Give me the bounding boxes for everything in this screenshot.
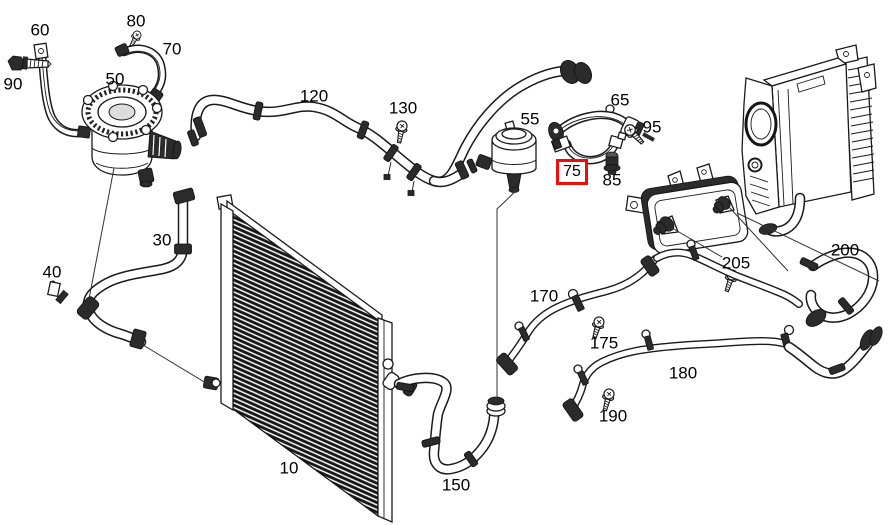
leader-lines <box>88 167 880 399</box>
part-label-80: 80 <box>126 11 146 31</box>
bracket-60-illustration <box>33 42 91 139</box>
part-label-70: 70 <box>162 39 182 59</box>
part-label-65: 65 <box>610 90 630 110</box>
part-label-10: 10 <box>279 458 299 478</box>
part-label-50: 50 <box>105 69 125 89</box>
hose-200-illustration <box>783 247 883 379</box>
part-label-40: 40 <box>42 262 62 282</box>
valve-55-illustration <box>475 120 537 193</box>
part-label-95: 95 <box>642 117 662 137</box>
hose-30-illustration <box>76 187 196 350</box>
part-label-60: 60 <box>30 20 50 40</box>
pipe-170-illustration <box>496 239 803 376</box>
part-label-150: 150 <box>441 475 471 495</box>
radiator-10-illustration <box>202 194 418 523</box>
part-label-30: 30 <box>152 230 172 250</box>
screw-130-illustration <box>392 119 409 145</box>
part-label-90: 90 <box>3 74 23 94</box>
clamp-75-illustration <box>550 131 627 165</box>
part-label-130: 130 <box>388 98 418 118</box>
part-label-120: 120 <box>299 86 329 106</box>
part-label-175: 175 <box>589 333 619 353</box>
part-label-180: 180 <box>668 363 698 383</box>
pipe-180-illustration <box>562 324 795 422</box>
part-label-205: 205 <box>721 253 751 273</box>
intercooler-illustration <box>741 44 877 237</box>
part-label-75-highlighted: 75 <box>556 159 588 185</box>
hose-120-illustration <box>187 60 593 196</box>
part-label-55: 55 <box>520 109 540 129</box>
valve-40-illustration <box>46 280 69 305</box>
coolant-pump-50-illustration <box>81 80 182 188</box>
part-label-190: 190 <box>598 406 628 426</box>
strap-70-illustration <box>114 43 167 103</box>
part-label-170: 170 <box>529 286 559 306</box>
part-label-200: 200 <box>830 240 860 260</box>
hose-150-illustration <box>393 372 506 475</box>
bolt-90-illustration <box>7 55 52 71</box>
part-label-85: 85 <box>602 170 622 190</box>
oil-cooler-illustration <box>625 163 749 255</box>
grommet-85-illustration <box>603 151 621 175</box>
